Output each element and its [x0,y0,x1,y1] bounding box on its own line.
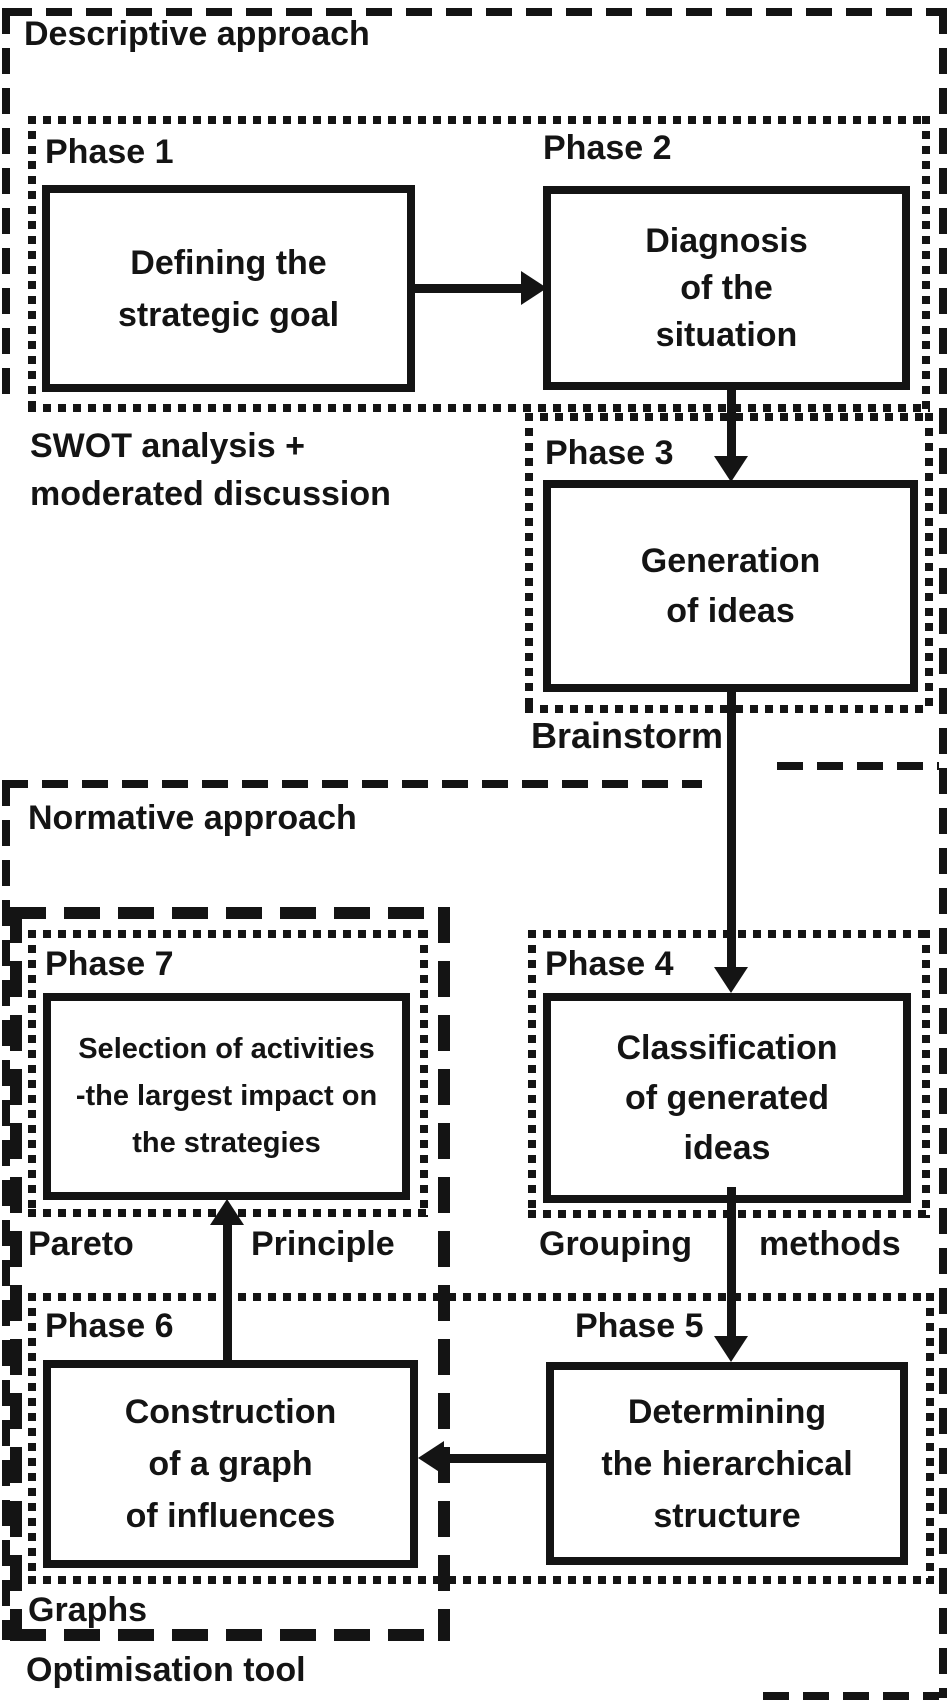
group7-border-left [28,930,36,1217]
pareto-annotation: Pareto [28,1225,134,1263]
arrow-phase4-phase5-head-icon [714,1336,748,1362]
swot-annotation: SWOT analysis + moderated discussion [30,427,391,513]
brainstorm-annotation: Brainstorm [531,715,724,756]
normative-border-left [2,780,10,1640]
grouping-annotation: Grouping [539,1225,692,1263]
phase5-box: Determining the hierarchical structure [546,1362,908,1565]
arrow-phase2-phase3-head-icon [714,456,748,482]
phase4-text: Classification of generated ideas [616,1029,838,1167]
arrow-phase3-phase4-line [727,692,736,970]
group56-border-left [28,1293,36,1584]
optimisation-border-left [10,907,22,1641]
phase6-text: Construction of a graph of influences [124,1393,337,1535]
phase3-box: Generation of ideas [543,480,918,692]
group12-border-top [28,116,930,124]
phase2-label: Phase 2 [543,129,672,167]
phase7-text: Selection of activities -the largest imp… [75,1033,378,1159]
group56-border-bottom [28,1576,934,1584]
phase7-label: Phase 7 [45,945,174,983]
group7-border-right [420,930,428,1217]
arrow-phase1-phase2-line [415,284,525,293]
phase4-box: Classification of generated ideas [543,993,911,1203]
group12-border-right [922,116,930,412]
outer-border-right [939,8,947,1698]
phase6-box: Construction of a graph of influences [43,1360,418,1568]
principle-annotation: Principle [251,1225,395,1263]
arrow-phase6-phase7-line [223,1224,232,1360]
arrow-phase5-phase6-line [444,1454,546,1463]
group12-border-left [28,116,36,412]
phase2-text: Diagnosis of the situation [645,221,808,354]
optimisation-tool-label: Optimisation tool [26,1651,306,1689]
phase1-text: Defining the strategic goal [117,243,340,334]
phase3-label: Phase 3 [545,434,674,472]
descriptive-approach-label: Descriptive approach [24,15,370,53]
phase2-box: Diagnosis of the situation [543,186,910,390]
arrow-phase1-phase2-head-icon [521,271,547,305]
descriptive-border-top [6,8,939,16]
normative-border-bottom-right [763,1692,939,1700]
descriptive-border-bottom-right [777,762,939,770]
methods-annotation: methods [759,1225,901,1263]
arrow-phase4-phase5-line [727,1187,736,1339]
phase5-label: Phase 5 [575,1307,704,1345]
arrow-phase2-phase3-line [727,390,736,458]
group12-border-bottom [28,404,930,412]
phase5-text: Determining the hierarchical structure [601,1392,853,1535]
arrow-phase3-phase4-head-icon [714,967,748,993]
group3-border-right [925,413,933,713]
phase6-label: Phase 6 [45,1307,174,1345]
arrow-phase5-phase6-head-icon [418,1441,444,1475]
group56-border-right [926,1293,934,1584]
normative-approach-label: Normative approach [28,799,357,837]
graphs-annotation: Graphs [28,1591,148,1629]
normative-border-top [2,780,702,788]
optimisation-border-right [438,907,450,1641]
phase3-text: Generation of ideas [640,542,821,630]
descriptive-border-left [2,8,10,400]
optimisation-border-bottom [10,1629,450,1641]
group4-border-top [528,930,930,938]
group4-border-right [922,930,930,1218]
optimisation-border-top [10,907,450,919]
phase1-box: Defining the strategic goal [42,185,415,392]
group4-border-left [528,930,536,1218]
arrow-phase6-phase7-head-icon [210,1199,244,1225]
group3-border-left [525,413,533,713]
group7-border-top [28,930,428,938]
phase1-label: Phase 1 [45,133,174,171]
phase7-box: Selection of activities -the largest imp… [43,993,410,1200]
group56-border-top [28,1293,934,1301]
phase4-label: Phase 4 [545,945,674,983]
